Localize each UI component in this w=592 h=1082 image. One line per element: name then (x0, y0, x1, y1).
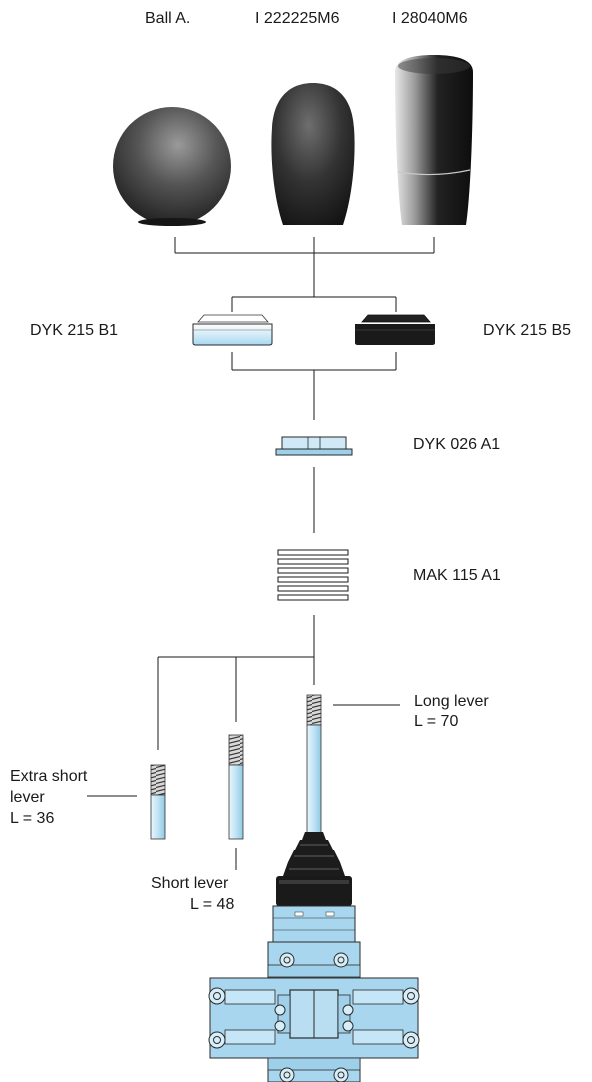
short-knob-label: I 222225M6 (255, 10, 340, 27)
extra-short-lever-label-line2: lever (10, 789, 45, 806)
nut-label: DYK 026 A1 (413, 436, 501, 453)
extra-short-lever-label-line1: Extra short (10, 768, 88, 785)
ball-knob (113, 107, 231, 226)
washers-label: MAK 115 A1 (413, 567, 501, 584)
nut (275, 436, 353, 456)
short-lever-label-line2: L = 48 (190, 896, 235, 913)
lever-connector-lines (87, 615, 400, 870)
dark-bezel (355, 314, 435, 345)
long-knob-label: I 28040M6 (392, 10, 468, 27)
long-lever (306, 694, 322, 836)
ball-knob-label: Ball A. (145, 10, 191, 27)
switch-body (208, 832, 420, 1082)
knob-connector-lines (174, 237, 435, 297)
washer-stack (277, 549, 349, 601)
bezel-connector-lines (231, 296, 397, 420)
extra-short-lever (150, 764, 166, 840)
short-lever-label-line1: Short lever (151, 875, 229, 892)
dark-bezel-label: DYK 215 B5 (483, 322, 572, 339)
light-bezel-label: DYK 215 B1 (30, 322, 119, 339)
short-lever (228, 734, 244, 840)
light-bezel (192, 314, 273, 346)
extra-short-lever-label-line3: L = 36 (10, 810, 55, 827)
short-knob (271, 83, 355, 225)
long-lever-label-line1: Long lever (414, 693, 489, 710)
long-knob (395, 55, 473, 225)
long-lever-label-line2: L = 70 (414, 713, 459, 730)
